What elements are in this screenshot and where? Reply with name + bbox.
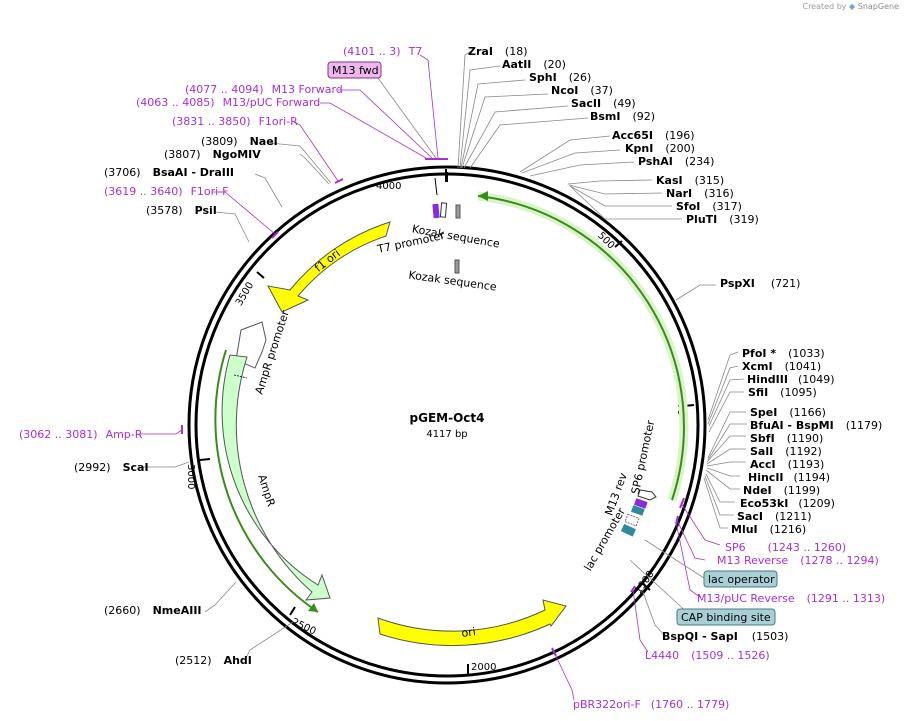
enzyme-label: AatII(20) — [502, 58, 566, 71]
enzyme-label: BsmI(92) — [590, 110, 655, 123]
enzyme-label: SalI(1192) — [750, 445, 822, 458]
enzyme-label: NarI(316) — [666, 187, 734, 200]
plasmid-name: pGEM-Oct4 — [410, 411, 485, 425]
plasmid-size: 4117 bp — [426, 429, 467, 440]
ampr-feature — [221, 354, 331, 601]
primer-label: (4101 .. 3)T7 — [343, 45, 422, 58]
sp6-primer-site — [633, 498, 648, 509]
enzyme-label: SfoI(317) — [676, 200, 742, 213]
enzyme-label: NdeI(1199) — [743, 484, 820, 497]
primer-labels: (4101 .. 3)T7 (4077 .. 4094)M13 Forward … — [19, 45, 885, 711]
ampr-start-mark — [233, 374, 248, 379]
credit-brand: SnapGene — [857, 2, 899, 11]
enzyme-label: HincII(1194) — [748, 471, 830, 484]
enzyme-label: SphI(26) — [529, 71, 591, 84]
primer-label: (3619 .. 3640)F1ori-F — [104, 185, 229, 198]
tick-label: 3000 — [185, 464, 196, 489]
ampr-line-arrowhead — [308, 603, 318, 612]
sp6-region-line — [477, 195, 685, 501]
enzyme-label: (3807)NgoMIV — [164, 148, 261, 161]
enzyme-label: MluI(1216) — [731, 523, 806, 536]
primer-label: (3062 .. 3081)Amp-R — [19, 428, 143, 441]
primer-label: (3831 .. 3850)F1ori-R — [172, 115, 298, 128]
t7-primer-site — [432, 203, 440, 219]
ori-label: ori — [461, 625, 477, 640]
enzyme-label: PspXI(721) — [720, 277, 800, 290]
f1-ori-feature — [267, 221, 391, 313]
enzyme-label: ZraI(18) — [468, 45, 528, 58]
sp6-promoter-label: SP6 promoter — [629, 419, 657, 496]
primer-label: M13 Reverse(1278 .. 1294) — [717, 554, 879, 567]
lac-operator-box — [703, 570, 778, 588]
enzyme-label: NcoI(37) — [551, 84, 613, 97]
enzyme-label: PshAI(234) — [638, 155, 714, 168]
sp6-promoter-feature — [637, 489, 657, 501]
snapgene-credit: Created by ◆ SnapGene — [802, 2, 899, 11]
enzyme-label: (3706)BsaAI - DraIII — [104, 166, 234, 179]
t7-marker-line — [434, 177, 438, 196]
primer-label: (4077 .. 4094)M13 Forward — [185, 83, 343, 96]
primer-label: (4063 .. 4085)M13/pUC Forward — [136, 96, 320, 109]
backbone-inner — [194, 172, 700, 678]
enzyme-leader-lines — [142, 51, 747, 661]
lac-operator-label: lac operator — [708, 573, 775, 586]
origin-marker — [445, 172, 448, 182]
snapgene-logo-icon: ◆ — [849, 2, 856, 11]
ori-feature — [377, 599, 567, 647]
enzyme-label: SpeI(1166) — [750, 406, 826, 419]
sp6-region-arrowhead — [478, 191, 488, 201]
enzyme-label: SfiI(1095) — [748, 386, 817, 399]
primer-label: L4440(1509 .. 1526) — [645, 649, 770, 662]
enzyme-label: KpnI(200) — [625, 142, 695, 155]
credit-prefix: Created by — [802, 2, 847, 11]
enzyme-label: HindIII(1049) — [747, 373, 835, 386]
enzyme-label: SacII(49) — [571, 97, 636, 110]
enzyme-label: (2660)NmeAIII — [104, 604, 202, 617]
kozak-feature-1 — [455, 204, 461, 219]
cap-binding-label: CAP binding site — [681, 611, 771, 624]
m13-fwd-label: M13 fwd — [332, 64, 379, 77]
enzyme-label: (3809)NaeI — [201, 135, 278, 148]
primer-label: SP6(1243 .. 1260) — [725, 541, 846, 554]
primer-leader-lines — [140, 54, 721, 701]
backbone-outer — [187, 165, 707, 685]
enzyme-label: Eco53kI(1209) — [740, 497, 835, 510]
lac-promoter-label: lac promoter — [582, 505, 629, 573]
tick-marks — [199, 169, 695, 675]
enzyme-label: XcmI(1041) — [742, 360, 821, 373]
cap-binding-box — [676, 608, 776, 626]
tick-label: 2000 — [471, 662, 496, 673]
primer-label: M13/pUC Reverse(1291 .. 1313) — [697, 592, 885, 605]
t7-promoter-feature — [439, 202, 448, 218]
primer-label: pBR322ori-F(1760 .. 1779) — [573, 698, 729, 711]
box-leader-lines — [377, 77, 705, 616]
sp6-region-band — [477, 191, 689, 502]
tick-label: 4000 — [376, 181, 401, 192]
lac-operator-feature — [624, 513, 640, 527]
enzyme-label: BspQI - SapI(1503) — [662, 630, 788, 643]
enzyme-label: KasI(315) — [656, 174, 724, 187]
enzyme-label: BfuAI - BspMI(1179) — [750, 419, 882, 432]
enzyme-label: (2992)ScaI — [74, 461, 149, 474]
m13rev-primer-site — [630, 505, 645, 516]
enzyme-labels: ZraI(18) AatII(20) SphI(26) NcoI(37) Sac… — [74, 45, 882, 667]
enzyme-label: SacI(1211) — [737, 510, 812, 523]
enzyme-label: SbfI(1190) — [750, 432, 823, 445]
enzyme-label: Acc65I(196) — [612, 129, 695, 142]
enzyme-label: AccI(1193) — [750, 458, 824, 471]
enzyme-label: (2512)AhdI — [175, 654, 252, 667]
kozak-label-2: Kozak sequence — [408, 268, 498, 293]
enzyme-label: PluTI(319) — [686, 213, 759, 226]
ampr-label: AmpR — [255, 473, 278, 509]
enzyme-label: PfoI *(1033) — [742, 347, 825, 360]
kozak-label-1: Kozak sequence — [411, 222, 501, 250]
kozak-feature-2 — [454, 259, 460, 274]
cap-binding-feature — [620, 523, 637, 537]
enzyme-label: (3578)PsiI — [146, 204, 217, 217]
ampr-line — [214, 349, 319, 613]
m13-fwd-box — [327, 61, 382, 79]
